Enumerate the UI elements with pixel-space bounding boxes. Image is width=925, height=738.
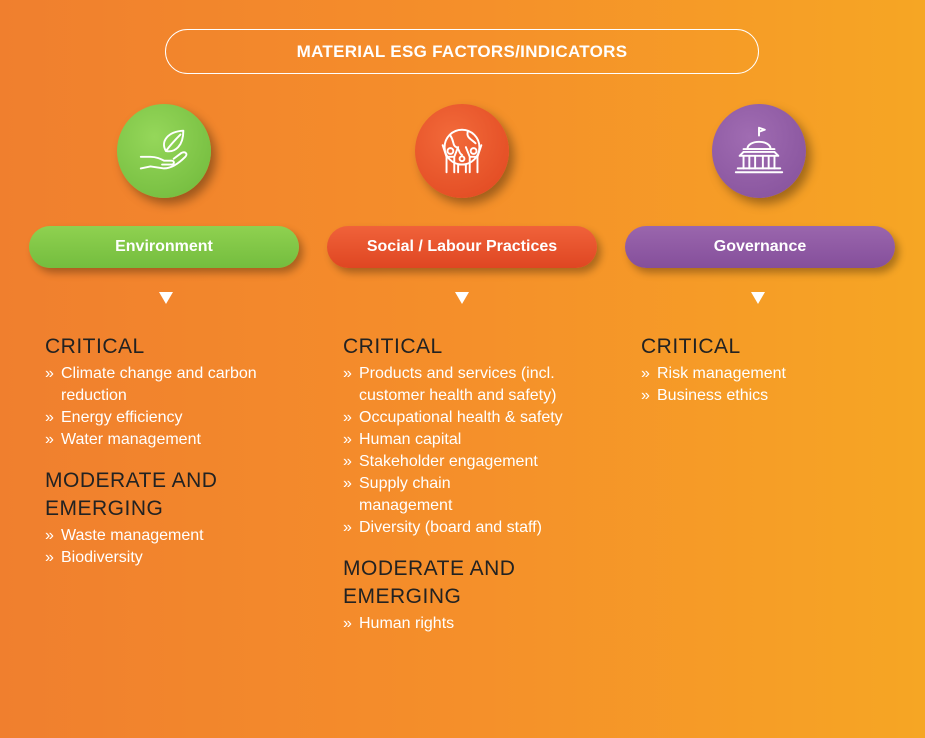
down-arrow-icon [455,292,469,304]
moderate-heading: MODERATE AND EMERGING [343,557,516,608]
list-item: »Supply chain management [343,475,453,514]
governance-label: Governance [713,238,807,255]
social-content: CRITICAL »Products and services (incl. c… [343,333,593,635]
capitol-building-icon [712,104,806,198]
environment-pill: Environment [29,226,299,268]
moderate-list: »Human rights [343,613,593,635]
critical-heading: CRITICAL [343,335,443,358]
down-arrow-icon [751,292,765,304]
list-item: »Energy efficiency [45,409,183,426]
critical-list: »Climate change and carbon reduction »En… [45,363,295,451]
list-item: »Water management [45,431,201,448]
list-item: »Business ethics [641,387,769,404]
critical-heading: CRITICAL [641,335,741,358]
critical-list: »Products and services (incl. customer h… [343,363,565,539]
list-item: »Waste management [45,527,204,544]
critical-heading: CRITICAL [45,335,145,358]
list-item: »Occupational health & safety [343,409,563,426]
diagram-title: MATERIAL ESG FACTORS/INDICATORS [296,41,628,61]
list-item: »Risk management [641,365,786,382]
social-pill: Social / Labour Practices [327,226,597,268]
moderate-heading: MODERATE AND EMERGING [45,469,218,520]
governance-pill: Governance [625,226,895,268]
people-globe-icon [415,104,509,198]
list-item: »Products and services (incl. customer h… [343,365,557,404]
down-arrow-icon [159,292,173,304]
list-item: »Human rights [343,615,455,632]
moderate-list: »Waste management »Biodiversity [45,525,295,569]
list-item: »Stakeholder engagement [343,453,538,470]
title-box: MATERIAL ESG FACTORS/INDICATORS [165,29,759,74]
list-item: »Human capital [343,431,462,448]
governance-content: CRITICAL »Risk management »Business ethi… [641,333,891,407]
environment-column: Environment CRITICAL »Climate change and… [0,0,310,738]
list-item: »Biodiversity [45,549,143,566]
environment-label: Environment [115,238,213,255]
critical-list: »Risk management »Business ethics [641,363,891,407]
social-label: Social / Labour Practices [366,238,558,255]
hand-leaf-icon [117,104,211,198]
environment-content: CRITICAL »Climate change and carbon redu… [45,333,295,569]
list-item: »Diversity (board and staff) [343,519,542,536]
list-item: »Climate change and carbon reduction [45,365,257,404]
